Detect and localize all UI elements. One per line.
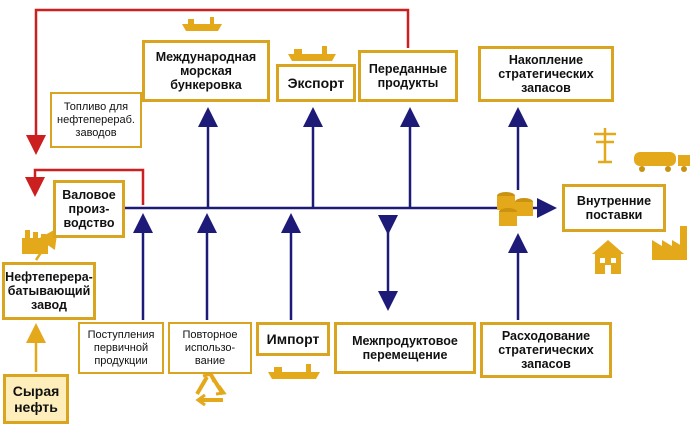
recycle-icon [195,372,227,407]
accumulation-box: Накопление стратегических запасов [478,46,614,102]
ship-icon [288,46,336,61]
bunkering-box: Международная морская бункеровка [142,40,270,102]
ship-icon [182,17,222,31]
export-box: Экспорт [276,64,356,102]
recycling-box: Повторное использо- вание [168,322,252,374]
house-icon [592,240,624,274]
oil-barrels-icon [497,192,533,226]
factory-icon [652,226,687,260]
interproduct-box: Межпродуктовое перемещение [334,322,476,374]
return-line-middle [25,168,145,205]
crude-oil-box: Сырая нефть [3,374,69,424]
ship-icon [268,364,320,379]
refinery-tank-icon [22,230,48,254]
spending-box: Расходование стратегических запасов [480,322,612,378]
transferred-box: Переданные продукты [358,50,458,102]
tanker-truck-icon [634,152,690,172]
gross-production-box: Валовое произ- водство [53,180,125,238]
import-box: Импорт [256,322,330,356]
return-line-top [26,8,410,155]
fuel-refinery-box: Топливо для нефтеперераб. заводов [50,92,142,148]
primary-receipts-box: Поступления первичной продукции [78,322,164,374]
power-pylon-icon [594,128,616,164]
domestic-supply-box: Внутренние поставки [562,184,666,232]
refinery-box: Нефтеперера- батывающий завод [2,262,96,320]
